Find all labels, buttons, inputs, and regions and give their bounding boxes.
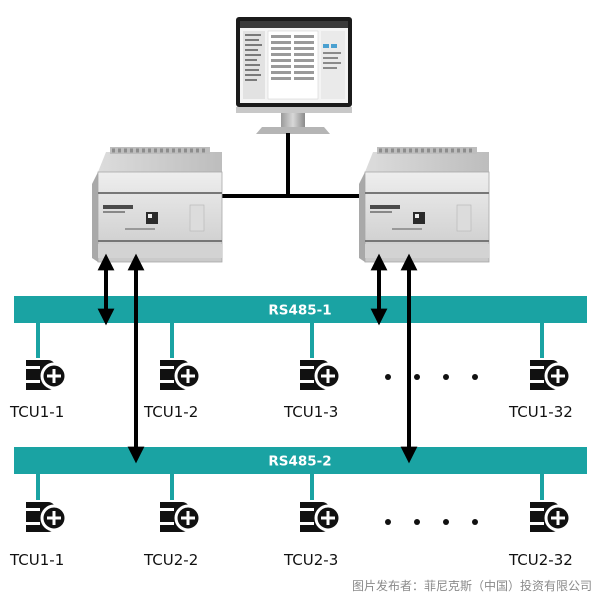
tcu-label: TCU2-32: [508, 551, 573, 569]
computer-monitor-icon: [236, 17, 352, 134]
tcu-label: TCU1-1: [9, 403, 64, 421]
tcu-device-icon: [156, 502, 202, 532]
bus-connection-arrows: [97, 253, 418, 464]
tcu-device-icon: [296, 502, 342, 532]
tcu-label: TCU2-3: [283, 551, 338, 569]
tcu-device-icon: [22, 502, 68, 532]
tcu-device-icon: [296, 360, 342, 390]
tcu-device-icon: [526, 502, 572, 532]
tcu-device-icon: [156, 360, 202, 390]
rs485-2-label: RS485-2: [268, 454, 331, 470]
plc-controller-1: [92, 147, 223, 263]
tcu-label: TCU1-3: [283, 403, 338, 421]
tcu-label: TCU2-2: [143, 551, 198, 569]
tcu-device-icon: [526, 360, 572, 390]
tcu-label: TCU1-1: [9, 551, 64, 569]
ellipsis-dots-row-2: [385, 519, 478, 525]
rs485-2-bus: RS485-2: [14, 447, 587, 474]
tcu-label: TCU1-2: [143, 403, 198, 421]
tcu-device-icon: [22, 360, 68, 390]
plc-controller-2: [359, 147, 490, 263]
ellipsis-dots-row-1: [385, 374, 478, 380]
rs485-1-bus: RS485-1: [14, 296, 587, 323]
device-stubs: [36, 323, 544, 500]
rs485-1-label: RS485-1: [268, 303, 331, 319]
tcu-label: TCU1-32: [508, 403, 573, 421]
ethernet-links: [208, 133, 365, 198]
image-credit: 图片发布者：菲尼克斯（中国）投资有限公司: [352, 578, 592, 593]
